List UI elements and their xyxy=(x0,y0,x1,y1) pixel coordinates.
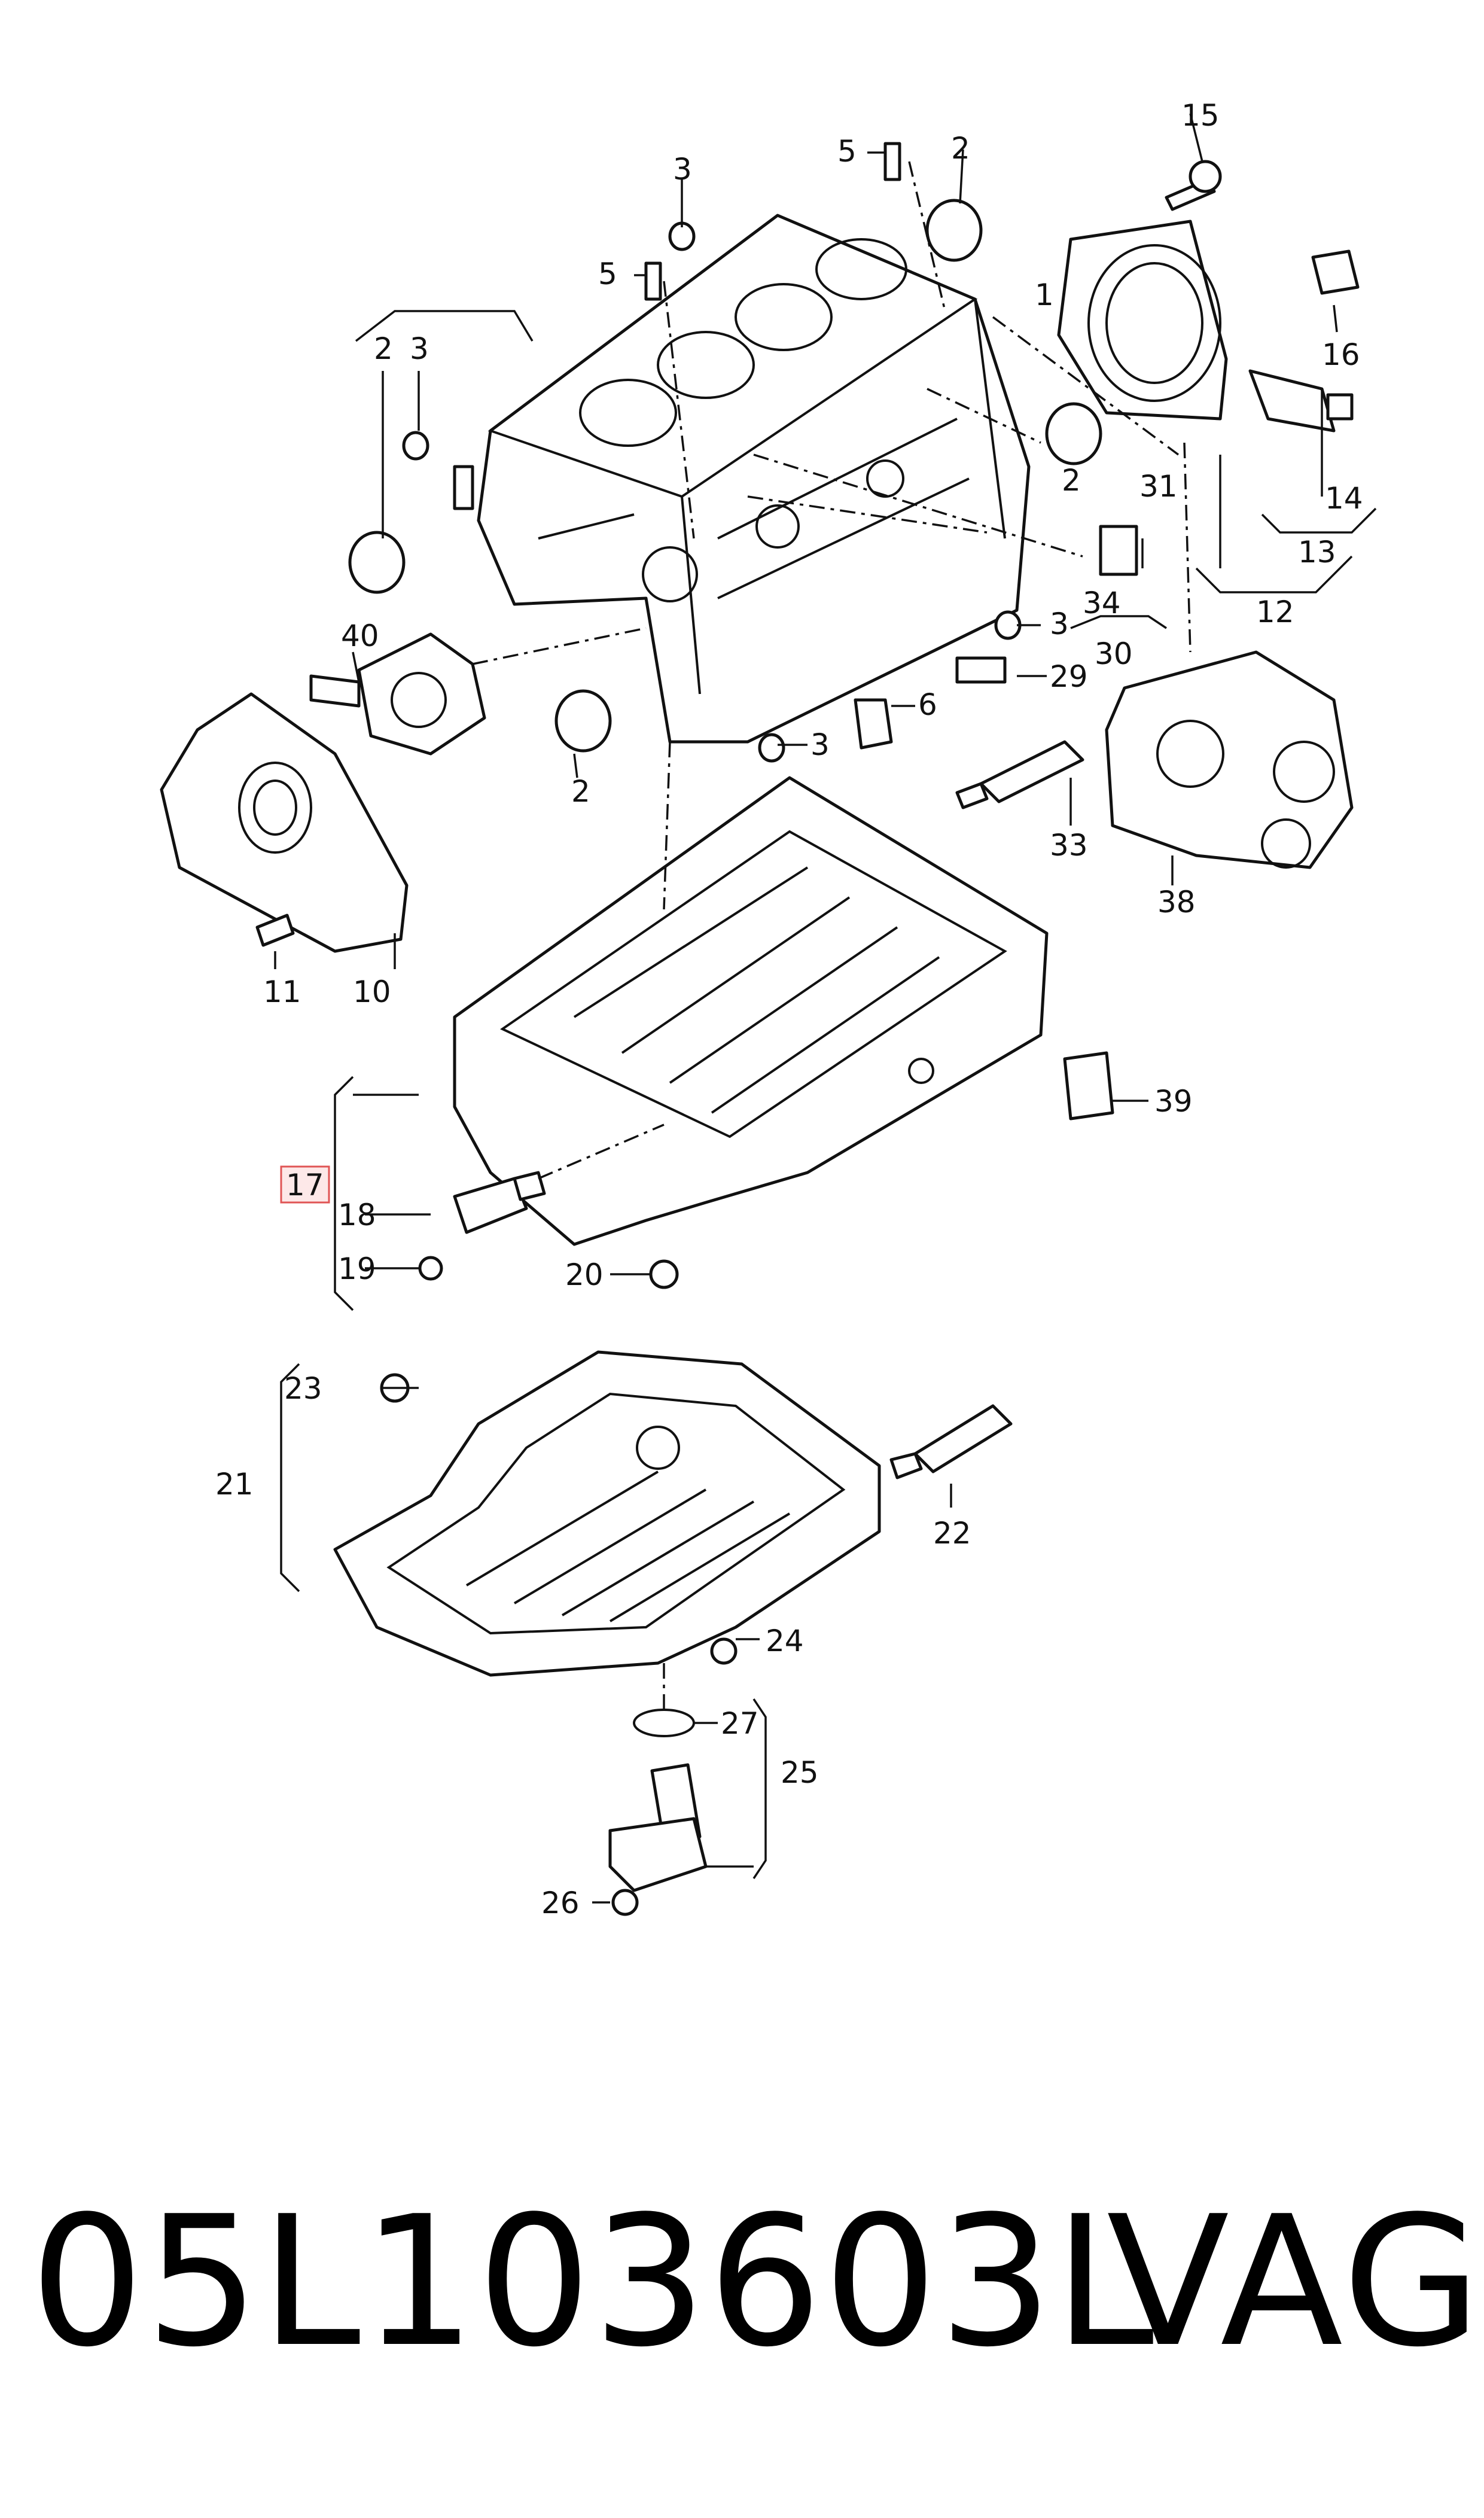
callout-24: 24 xyxy=(766,1624,804,1658)
speed-sensor xyxy=(1248,369,1354,433)
callout-2: 2 xyxy=(571,774,590,809)
brand-name: VAG xyxy=(1107,2178,1484,2386)
callout-39: 39 xyxy=(1154,1084,1193,1119)
callout-11: 11 xyxy=(263,975,301,1009)
callout-31: 31 xyxy=(1139,469,1178,504)
front-seal-flange xyxy=(160,692,409,953)
oil-level-sensor xyxy=(608,1709,708,1892)
callout-10: 10 xyxy=(353,975,391,1009)
callout-12: 12 xyxy=(1256,595,1294,629)
exploded-parts-diagram: 1 2 2 2 2 3 3 3 3 5 5 6 10 11 12 13 14 1… xyxy=(160,98,1377,1920)
callout-14: 14 xyxy=(1325,481,1363,516)
callout-27: 27 xyxy=(721,1706,759,1741)
plugs-and-bolts xyxy=(255,142,1138,1916)
assembly-centerlines xyxy=(472,161,1192,1711)
callout-2: 2 xyxy=(374,331,393,366)
bolt-15 xyxy=(1165,160,1222,211)
leader-lines xyxy=(274,113,1377,1904)
lower-oil-pan xyxy=(333,1350,881,1677)
callout-17-highlight xyxy=(280,1165,330,1204)
callout-21: 21 xyxy=(215,1467,254,1502)
upper-oil-pan xyxy=(453,776,1049,1246)
sealing-plug xyxy=(1311,249,1360,295)
callout-2: 2 xyxy=(1062,463,1081,498)
sealant-tube-33 xyxy=(955,740,1084,809)
callout-26: 26 xyxy=(541,1886,580,1920)
callout-16: 16 xyxy=(1322,337,1360,372)
callout-40: 40 xyxy=(341,619,379,653)
sealant-tube-22 xyxy=(889,1404,1013,1479)
rear-seal-flange xyxy=(1057,220,1228,421)
callout-30: 30 xyxy=(1095,637,1133,671)
vacuum-pump xyxy=(309,632,486,756)
callout-19: 19 xyxy=(338,1252,376,1286)
callout-1: 1 xyxy=(1035,278,1054,312)
callout-33: 33 xyxy=(1050,828,1088,863)
callout-6: 6 xyxy=(918,687,937,722)
engine-block xyxy=(477,214,1031,744)
callout-22: 22 xyxy=(933,1516,971,1551)
callout-3: 3 xyxy=(810,727,830,762)
callout-18: 18 xyxy=(338,1198,376,1232)
callout-labels: 1 2 2 2 2 3 3 3 3 5 5 6 10 11 12 13 14 1… xyxy=(215,98,1363,1920)
callout-15: 15 xyxy=(1181,98,1220,133)
callout-5: 5 xyxy=(598,257,617,291)
thermostat-housing xyxy=(1105,650,1354,869)
callout-29: 29 xyxy=(1050,659,1088,694)
callout-3: 3 xyxy=(410,331,429,366)
callout-20: 20 xyxy=(565,1258,604,1292)
callout-13: 13 xyxy=(1298,535,1336,570)
callout-38: 38 xyxy=(1157,885,1196,919)
callout-3: 3 xyxy=(1050,607,1069,641)
callout-17: 17 xyxy=(286,1168,324,1202)
callout-3: 3 xyxy=(673,152,692,187)
callout-2: 2 xyxy=(951,131,970,166)
callout-23: 23 xyxy=(284,1371,322,1406)
callout-5: 5 xyxy=(837,134,857,169)
callout-25: 25 xyxy=(781,1755,819,1790)
callout-34: 34 xyxy=(1083,586,1121,620)
part-number: 05L103603L xyxy=(30,2178,1156,2386)
